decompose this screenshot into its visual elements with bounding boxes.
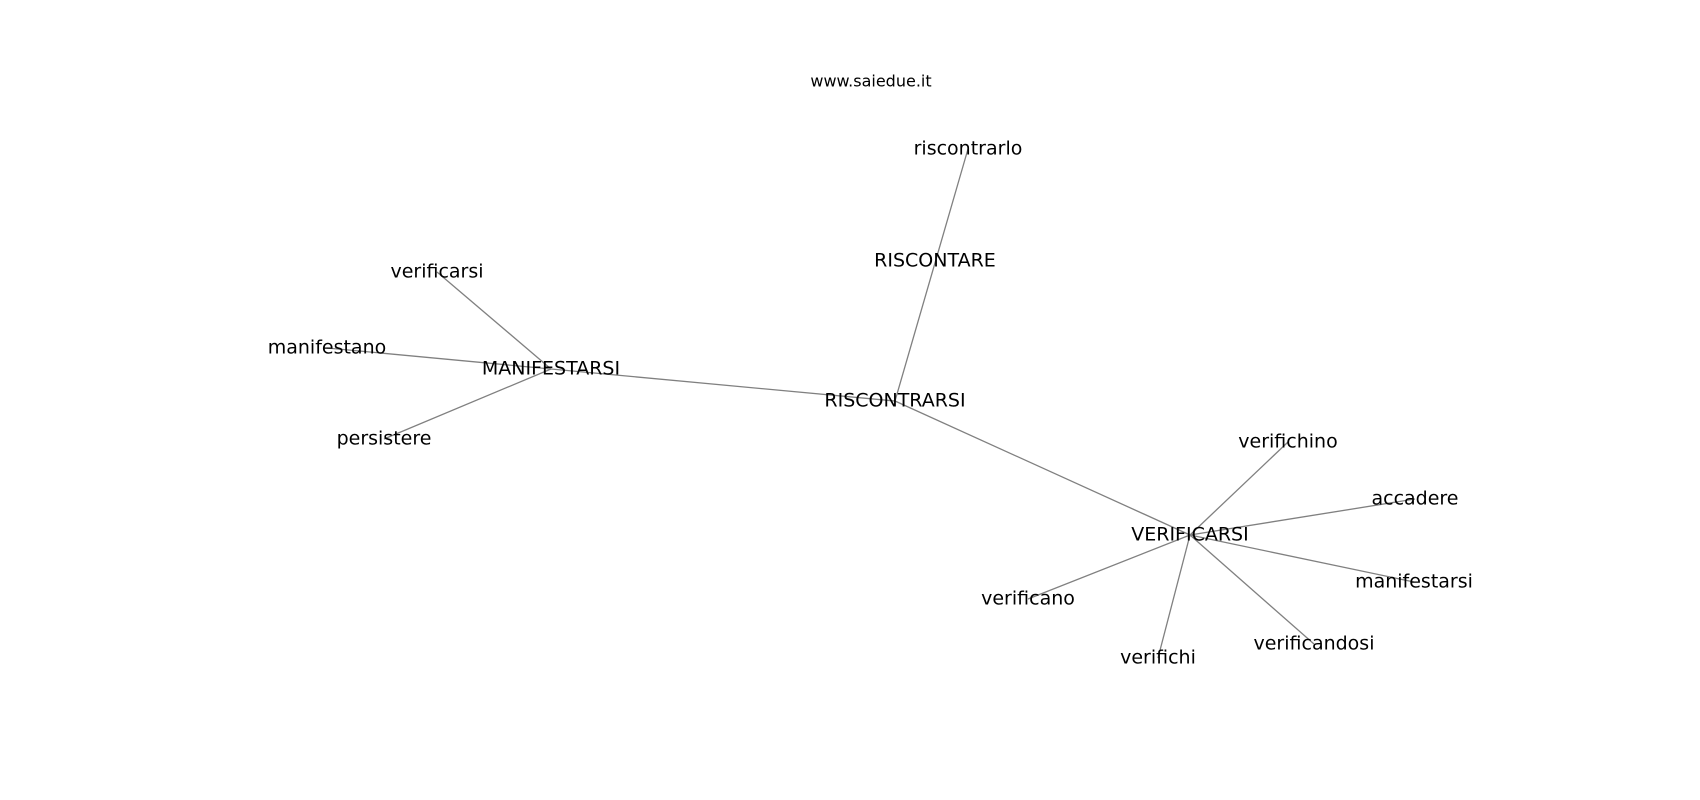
edge-verificarsi_hub-verificano	[1027, 534, 1191, 600]
node-label-persistere: persistere	[337, 428, 432, 450]
node-label-manifestarsi-hub: MANIFESTARSI	[482, 358, 620, 380]
edge-verificarsi_hub-accadere	[1189, 498, 1416, 536]
node-label-verifichi: verifichi	[1120, 647, 1196, 669]
edge-manifestarsi_hub-verificarsi_leaf	[436, 271, 552, 370]
node-label-manifestarsi-leaf: manifestarsi	[1355, 571, 1473, 593]
edge-verificarsi_hub-verifichino	[1189, 441, 1289, 536]
node-label-verificarsi-hub: VERIFICARSI	[1131, 524, 1248, 546]
node-label-verificarsi-leaf: verificarsi	[390, 261, 483, 283]
nodes-layer: RISCONTRARSI RISCONTARE riscontrarloMANIFE…	[268, 138, 1473, 669]
node-label-riscontrarsi: RISCONTRARSI	[824, 390, 965, 412]
edge-riscontrarsi-riscontrarlo	[894, 148, 969, 402]
edge-riscontrarsi-verificarsi_hub	[894, 400, 1191, 536]
edges-layer	[326, 148, 1416, 659]
node-label-manifestano: manifestano	[268, 337, 387, 359]
edge-verificarsi_hub-verificandosi	[1189, 534, 1315, 645]
edge-manifestarsi_hub-manifestano	[326, 347, 552, 370]
edge-riscontrarsi-manifestarsi_hub	[550, 368, 896, 402]
node-label-verificano: verificano	[981, 588, 1075, 610]
edge-verificarsi_hub-manifestarsi_leaf	[1189, 534, 1415, 583]
edge-verificarsi_hub-verifichi	[1157, 534, 1191, 659]
edge-manifestarsi_hub-persistere	[383, 368, 552, 440]
watermark-text: www.saiedue.it	[810, 72, 931, 91]
node-label-verificandosi: verificandosi	[1254, 633, 1375, 655]
node-label-accadere: accadere	[1371, 488, 1458, 510]
node-label-riscontrarlo: riscontrarlo	[914, 138, 1023, 160]
node-label-verifichino: verifichino	[1238, 431, 1337, 453]
node-label-riscontare: RISCONTARE	[874, 250, 996, 272]
